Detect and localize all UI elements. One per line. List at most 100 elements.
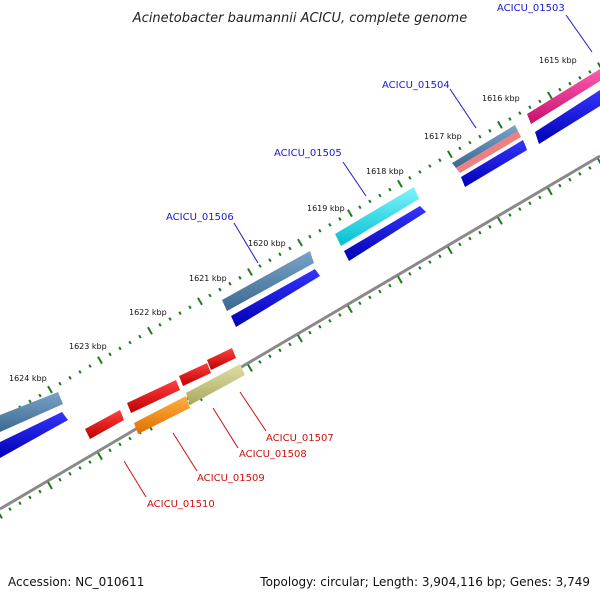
leader-line (233, 222, 259, 264)
minor-tick (518, 207, 522, 211)
accession-value: NC_010611 (75, 575, 145, 589)
gene-feature-red[interactable] (207, 348, 236, 370)
minor-tick (128, 340, 132, 345)
minor-tick (278, 252, 282, 257)
leader-lines (123, 14, 593, 498)
minor-tick (378, 289, 382, 294)
minor-tick (68, 471, 72, 476)
cds-feature-blue[interactable] (0, 412, 68, 458)
gene-label[interactable]: ACICU_01510 (147, 499, 215, 510)
length-value: 3,904,116 bp (421, 575, 502, 589)
gene-feature-khaki[interactable] (186, 364, 245, 405)
major-tick (397, 275, 403, 284)
cds-feature-blue[interactable] (535, 90, 600, 144)
minor-tick (258, 360, 262, 364)
gene-feature-red[interactable] (179, 363, 211, 386)
genes-label: Genes: (509, 575, 552, 589)
major-tick (347, 305, 353, 314)
minor-tick (468, 236, 472, 241)
minor-tick (288, 342, 292, 347)
genome-summary: Topology: circular; Length: 3,904,116 bp… (260, 575, 590, 589)
minor-tick (78, 370, 82, 374)
topology-value: circular (320, 575, 365, 589)
length-label: Length: (372, 575, 419, 589)
minor-tick (88, 460, 92, 464)
reverse-strand-features (85, 348, 245, 439)
minor-tick (368, 295, 372, 300)
minor-tick (208, 293, 212, 298)
minor-tick (408, 175, 412, 180)
minor-tick (118, 442, 122, 447)
minor-tick (268, 258, 272, 263)
gene-feature-steelblue[interactable] (222, 251, 314, 311)
minor-tick (408, 271, 412, 276)
minor-tick (428, 164, 432, 168)
genes-value: 3,749 (555, 575, 590, 589)
kbp-tick-label: 1616 kbp (482, 94, 520, 103)
gene-label[interactable]: ACICU_01509 (197, 473, 265, 484)
leader-line (172, 432, 198, 472)
minor-tick (368, 199, 372, 204)
minor-tick (178, 311, 182, 315)
gene-label[interactable]: ACICU_01508 (239, 449, 307, 460)
minor-tick (418, 170, 422, 174)
minor-tick (538, 195, 542, 200)
gene-label[interactable]: ACICU_01506 (166, 212, 234, 223)
minor-tick (428, 260, 432, 264)
major-tick (547, 91, 553, 100)
minor-tick (438, 254, 442, 259)
leader-line (123, 460, 147, 498)
major-tick (397, 179, 403, 188)
minor-tick (578, 75, 582, 80)
minor-tick (38, 393, 42, 398)
major-tick (297, 334, 303, 343)
gene-feature-cyan[interactable] (335, 187, 419, 246)
minor-tick (328, 223, 332, 227)
gene-feature-orange[interactable] (134, 396, 190, 434)
gene-label[interactable]: ACICU_01505 (274, 148, 342, 159)
minor-tick (508, 213, 512, 217)
kbp-tick-label: 1623 kbp (69, 342, 107, 351)
minor-tick (568, 177, 572, 182)
gene-label[interactable]: ACICU_01507 (266, 433, 334, 444)
minor-tick (338, 217, 342, 221)
gene-feature-red[interactable] (85, 410, 124, 439)
minor-tick (78, 466, 82, 470)
minor-tick (58, 477, 62, 482)
minor-tick (378, 193, 382, 198)
gene-feature-steelblue[interactable] (452, 125, 518, 168)
separator: ; (501, 575, 507, 589)
gene-feature-magenta[interactable] (527, 69, 600, 124)
minor-tick (108, 448, 112, 453)
minor-tick (538, 99, 542, 104)
minor-tick (88, 364, 92, 368)
cds-feature-blue[interactable] (461, 140, 527, 187)
minor-tick (18, 501, 22, 506)
minor-tick (168, 317, 172, 321)
minor-tick (508, 117, 512, 121)
minor-tick (318, 324, 322, 329)
cds-feature-blue[interactable] (344, 206, 426, 261)
minor-tick (328, 319, 332, 323)
gene-label[interactable]: ACICU_01504 (382, 80, 450, 91)
minor-tick (488, 224, 492, 229)
minor-tick (488, 128, 492, 133)
minor-tick (438, 158, 442, 163)
major-tick (447, 246, 453, 255)
minor-tick (358, 205, 362, 210)
minor-tick (308, 330, 312, 335)
gene-feature-red[interactable] (127, 380, 180, 413)
minor-tick (588, 166, 592, 170)
minor-tick (38, 489, 42, 494)
minor-tick (268, 354, 272, 359)
gene-feature-steelblue[interactable] (0, 392, 63, 432)
kbp-tick-label: 1624 kbp (9, 374, 47, 383)
topology-label: Topology: (260, 575, 317, 589)
cds-feature-blue[interactable] (231, 269, 320, 327)
major-tick (47, 385, 53, 394)
minor-tick (278, 348, 282, 353)
gene-feature-salmon[interactable] (456, 131, 521, 173)
gene-label[interactable]: ACICU_01503 (497, 3, 565, 14)
major-tick (447, 150, 453, 159)
minor-tick (358, 301, 362, 306)
